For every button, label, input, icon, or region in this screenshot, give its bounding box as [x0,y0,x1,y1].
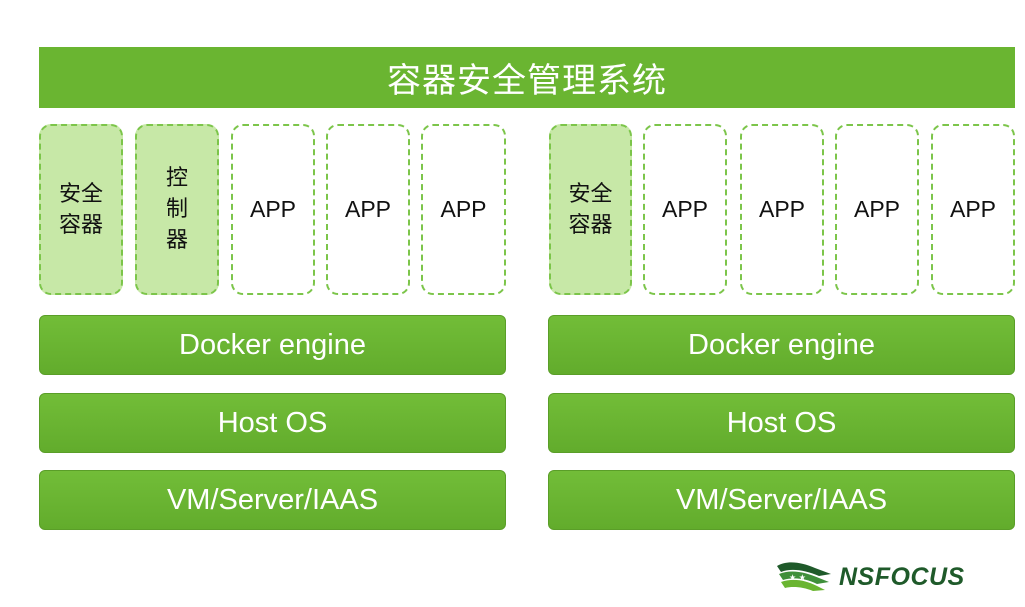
security-container-box: 安全 容器 [39,124,123,295]
app-box: APP [231,124,315,295]
infrastructure-layer: VM/Server/IAAS [39,470,506,530]
app-box: APP [643,124,727,295]
docker-engine-layer: Docker engine [548,315,1015,375]
host-os-layer: Host OS [39,393,506,453]
host-os-layer: Host OS [548,393,1015,453]
controller-box: 控 制 器 [135,124,219,295]
infrastructure-layer: VM/Server/IAAS [548,470,1015,530]
docker-engine-layer: Docker engine [39,315,506,375]
logo-text: NSFOCUS [839,562,965,591]
app-box: APP [326,124,410,295]
app-box: APP [835,124,919,295]
app-box: APP [931,124,1015,295]
nsfocus-logo: ★ ★ NSFOCUS [775,559,965,595]
app-box: APP [740,124,824,295]
security-container-box: 安全 容器 [549,124,632,295]
svg-text:★ ★: ★ ★ [789,573,806,582]
system-title-banner: 容器安全管理系统 [39,47,1015,108]
nsfocus-flag-icon: ★ ★ [777,562,831,591]
app-box: APP [421,124,506,295]
